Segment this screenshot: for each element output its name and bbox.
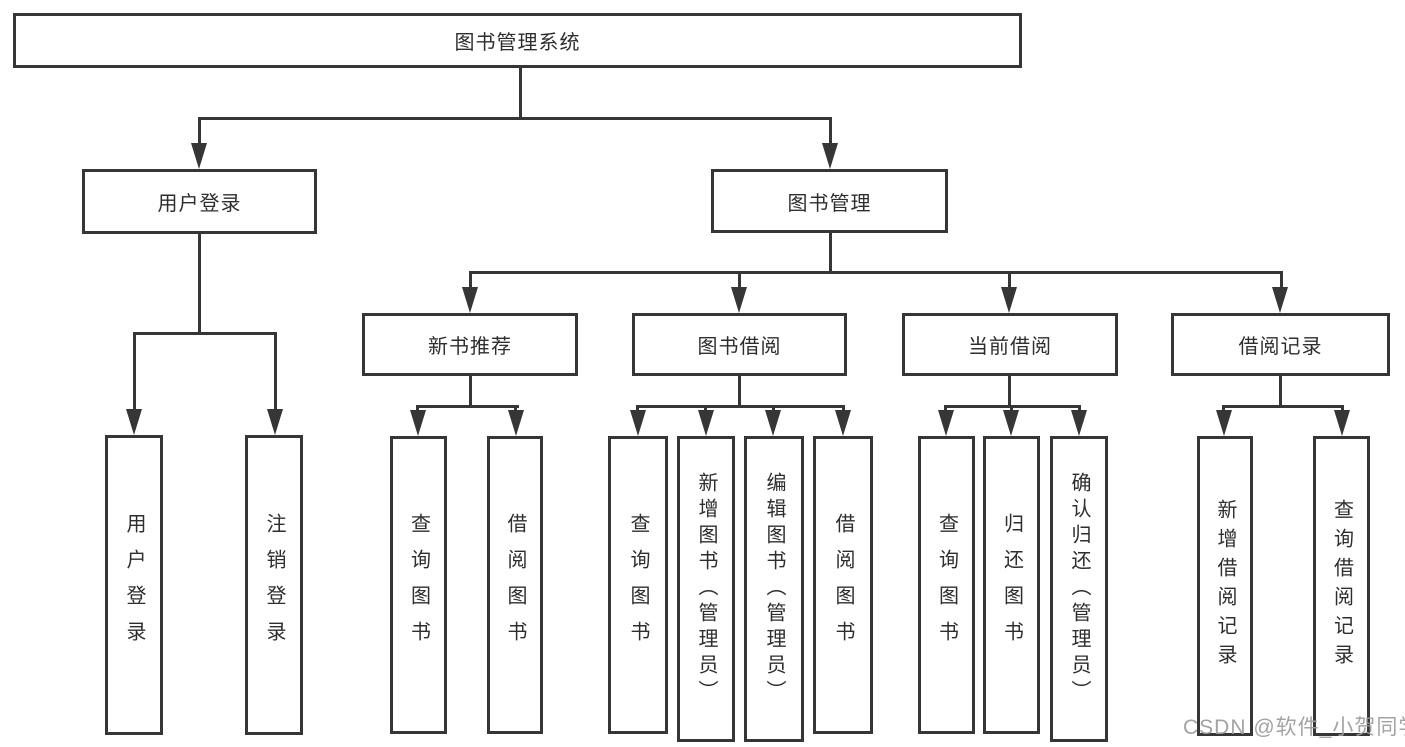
- connector-line: [738, 271, 741, 291]
- leaf-add-books-admin: 新增图书（管理员）: [677, 436, 735, 742]
- node-label: 查询图书: [627, 513, 649, 657]
- arrowhead-icon: [1334, 410, 1350, 436]
- node-label: 新增图书（管理员）: [695, 472, 717, 706]
- arrowhead-icon: [731, 287, 747, 313]
- connector-line: [1279, 376, 1282, 408]
- arrowhead-icon: [462, 287, 478, 313]
- leaf-user-login: 用户登录: [105, 435, 163, 735]
- connector-line: [133, 332, 136, 412]
- node-label: 注销登录: [263, 513, 285, 657]
- node-label: 新增借阅记录: [1214, 499, 1236, 673]
- leaf-add-borrow-record: 新增借阅记录: [1197, 436, 1253, 736]
- connector-line: [198, 117, 201, 147]
- leaf-borrow-books: 借阅图书: [813, 436, 873, 734]
- arrowhead-icon: [698, 410, 714, 436]
- node-label: 确认归还（管理员）: [1068, 472, 1090, 706]
- connector-line: [198, 234, 201, 335]
- node-label: 借阅图书: [832, 513, 854, 657]
- node-label: 当前借阅: [968, 336, 1052, 358]
- connector-line: [198, 117, 832, 120]
- arrowhead-icon: [822, 143, 838, 169]
- node-current-borrowing: 当前借阅: [902, 313, 1118, 376]
- connector-line: [829, 117, 832, 147]
- node-label: 用户登录: [157, 193, 242, 215]
- node-label: 图书管理: [787, 192, 872, 215]
- node-label: 查询借阅记录: [1330, 499, 1353, 673]
- leaf-query-borrow-record: 查询借阅记录: [1313, 436, 1370, 736]
- node-new-book-recommend: 新书推荐: [362, 313, 578, 376]
- connector-line: [469, 271, 472, 291]
- leaf-borrowing-query-books: 查询图书: [608, 436, 668, 734]
- arrowhead-icon: [1003, 410, 1019, 436]
- node-label: 归还图书: [1000, 513, 1023, 657]
- connector-line: [1008, 271, 1011, 291]
- arrowhead-icon: [126, 409, 142, 435]
- connector-line: [1280, 271, 1283, 291]
- arrowhead-icon: [1272, 287, 1288, 313]
- connector-line: [469, 271, 1283, 274]
- connector-line: [636, 405, 845, 408]
- connector-line: [1222, 405, 1344, 408]
- node-label: 新书推荐: [428, 336, 512, 358]
- arrowhead-icon: [1001, 287, 1017, 313]
- node-label: 查询图书: [407, 513, 430, 657]
- node-borrowing-records: 借阅记录: [1171, 313, 1390, 376]
- arrowhead-icon: [410, 410, 426, 436]
- connector-line: [416, 405, 519, 408]
- arrowhead-icon: [835, 410, 851, 436]
- node-root-system: 图书管理系统: [13, 13, 1022, 68]
- node-book-borrowing: 图书借阅: [632, 313, 847, 376]
- arrowhead-icon: [267, 409, 283, 435]
- node-label: 用户登录: [123, 513, 145, 657]
- arrowhead-icon: [630, 410, 646, 436]
- node-label: 图书借阅: [697, 336, 782, 358]
- arrowhead-icon: [191, 143, 207, 169]
- arrowhead-icon: [508, 410, 524, 436]
- arrowhead-icon: [938, 410, 954, 436]
- connector-line: [738, 376, 741, 408]
- connector-line: [274, 332, 277, 412]
- node-label: 借阅记录: [1238, 336, 1323, 358]
- leaf-confirm-return-admin: 确认归还（管理员）: [1050, 436, 1108, 742]
- leaf-return-books: 归还图书: [983, 436, 1040, 734]
- connector-line: [133, 332, 277, 335]
- leaf-current-query-books: 查询图书: [918, 436, 975, 734]
- connector-line: [519, 66, 522, 118]
- connector-line: [829, 233, 832, 274]
- node-label: 查询图书: [935, 513, 958, 657]
- leaf-logout: 注销登录: [245, 435, 303, 735]
- leaf-recommend-borrow-books: 借阅图书: [487, 436, 543, 734]
- arrowhead-icon: [1071, 410, 1087, 436]
- connector-line: [469, 376, 472, 408]
- node-user-login: 用户登录: [82, 169, 317, 234]
- arrowhead-icon: [1216, 410, 1232, 436]
- leaf-edit-books-admin: 编辑图书（管理员）: [744, 436, 804, 742]
- node-label: 借阅图书: [504, 513, 526, 657]
- arrowhead-icon: [765, 410, 781, 436]
- node-book-management: 图书管理: [711, 169, 948, 233]
- csdn-watermark: CSDN @软件_小贺同学: [1183, 716, 1405, 739]
- node-label: 编辑图书（管理员）: [763, 472, 785, 706]
- connector-line: [1008, 376, 1011, 408]
- node-label: 图书管理系统: [454, 32, 581, 54]
- leaf-recommend-query-books: 查询图书: [390, 436, 447, 734]
